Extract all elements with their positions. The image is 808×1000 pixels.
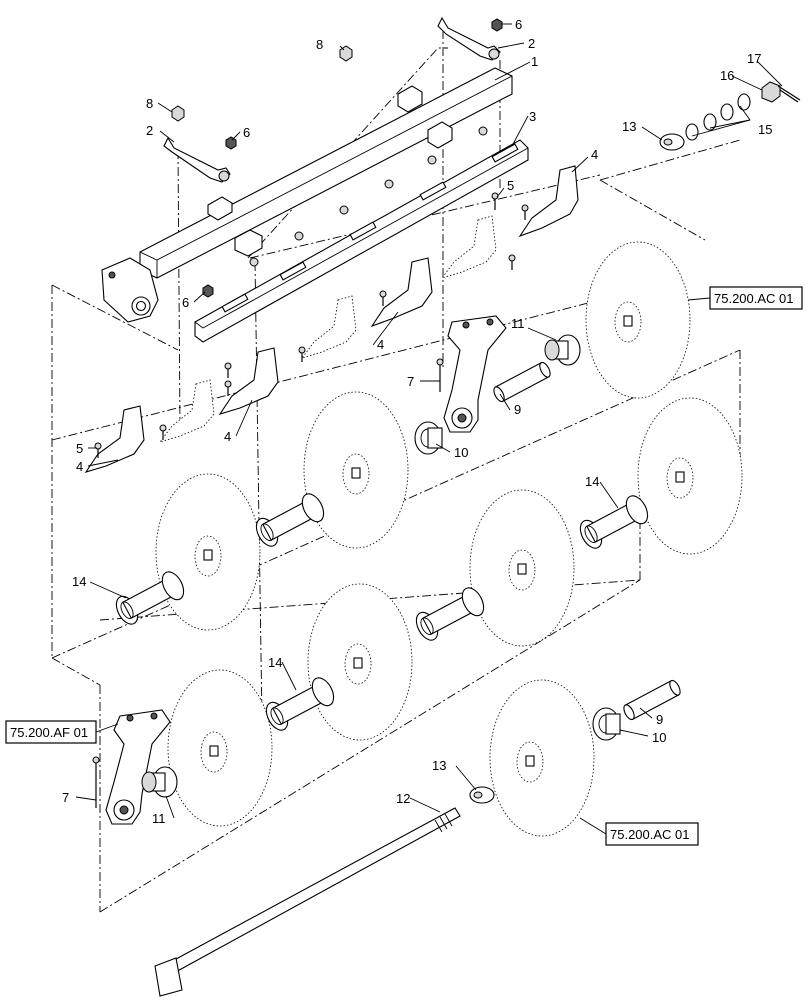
hanger-bracket-right: [437, 16, 501, 61]
callout-6-b: 6: [243, 125, 250, 140]
cotter-pin: [777, 85, 801, 103]
scraper-blades-dotted: [158, 215, 497, 443]
callout-12: 12: [396, 791, 410, 806]
callout-6-c: 6: [182, 295, 189, 310]
bearing-collars: [141, 334, 621, 798]
callout-3: 3: [529, 109, 536, 124]
callout-5-b: 5: [76, 441, 83, 456]
leader-lines: [75, 23, 783, 819]
bearing-tubes: [493, 361, 681, 721]
callout-4-a: 4: [591, 147, 598, 162]
bearing-hanger-lower: [92, 709, 171, 825]
callout-4-b: 4: [377, 337, 384, 352]
callout-7-a: 7: [407, 374, 414, 389]
callout-labels: 1 2 2 3 4 4 4 4 5 5 6 6 6 7 7 8 8 9 9 10…: [62, 17, 772, 826]
washers: [469, 133, 685, 804]
callout-17: 17: [747, 51, 761, 66]
reference-box-ac-top[interactable]: 75.200.AC 01: [709, 286, 803, 310]
callout-4-d: 4: [76, 459, 83, 474]
callout-13-a: 13: [622, 119, 636, 134]
callout-10-a: 10: [454, 445, 468, 460]
callout-2-right: 2: [528, 36, 535, 51]
callout-14-a: 14: [585, 474, 599, 489]
callout-15: 15: [758, 122, 772, 137]
reference-box-af[interactable]: 75.200.AF 01: [5, 720, 97, 744]
callout-16: 16: [720, 68, 734, 83]
gang-axle: [154, 807, 461, 997]
carriage-bolts: [94, 192, 529, 458]
castle-nut: [761, 81, 781, 103]
callout-14-c: 14: [268, 655, 282, 670]
washer-stack: [685, 93, 751, 141]
callout-4-c: 4: [224, 429, 231, 444]
callout-1: 1: [531, 54, 538, 69]
reference-label-af: 75.200.AF 01: [10, 725, 88, 740]
callout-14-b: 14: [72, 574, 86, 589]
callout-5-a: 5: [507, 178, 514, 193]
spacer-spools: [115, 493, 649, 731]
flange-nuts: [249, 126, 488, 267]
reference-label-ac-bottom: 75.200.AC 01: [610, 827, 690, 842]
callout-10-b: 10: [652, 730, 666, 745]
hanger-bracket-left: [163, 136, 231, 183]
reference-box-ac-bottom[interactable]: 75.200.AC 01: [605, 822, 699, 846]
callout-2-left: 2: [146, 123, 153, 138]
bearing-hanger-upper: [436, 315, 507, 433]
angle-bar: [194, 139, 529, 343]
disc-hubs: [194, 301, 694, 783]
callout-7-b: 7: [62, 790, 69, 805]
callout-9-a: 9: [514, 402, 521, 417]
callout-11-b: 11: [152, 811, 166, 826]
callout-11-a: 11: [511, 316, 525, 331]
callout-13-b: 13: [432, 758, 446, 773]
callout-8-b: 8: [146, 96, 153, 111]
reference-label-ac-top: 75.200.AC 01: [714, 291, 794, 306]
scraper-blades: [84, 165, 579, 473]
callout-9-b: 9: [656, 712, 663, 727]
frame-tube: [101, 67, 513, 323]
callout-6-a: 6: [515, 17, 522, 32]
hex-nuts: [171, 18, 503, 298]
callout-8-a: 8: [316, 37, 323, 52]
